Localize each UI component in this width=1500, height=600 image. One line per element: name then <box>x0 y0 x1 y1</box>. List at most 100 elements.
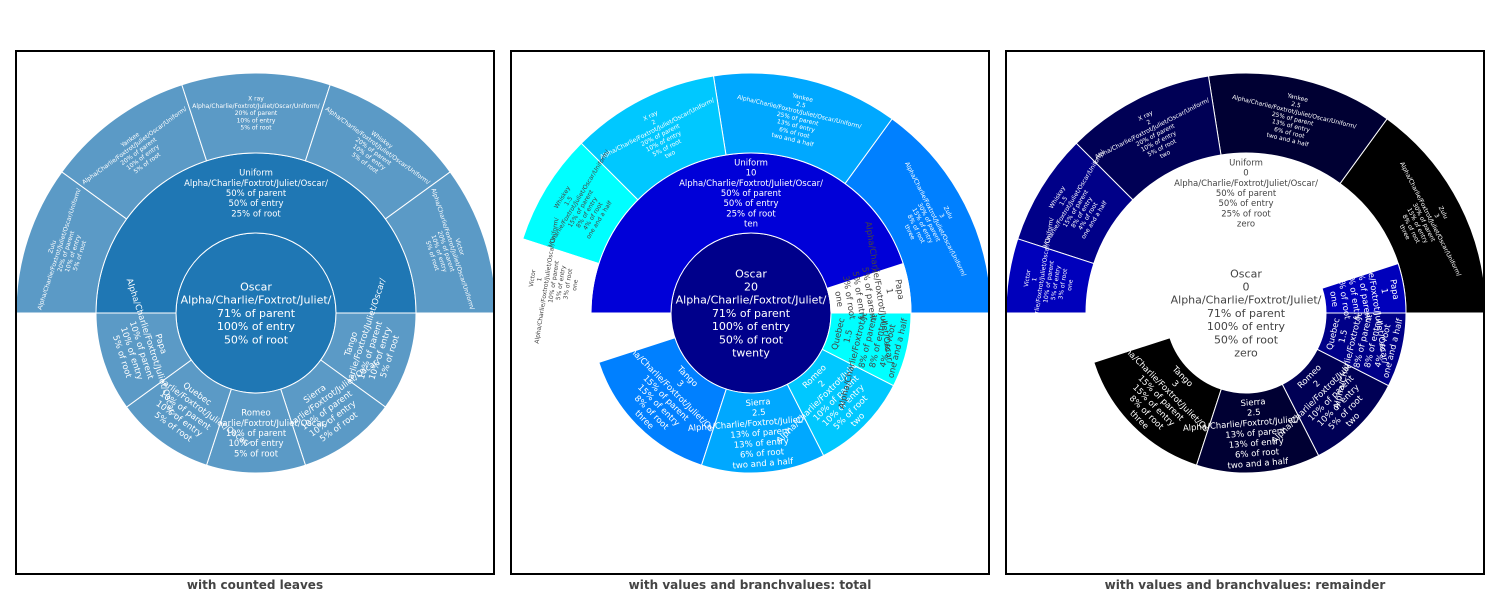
sector-label-line: two <box>664 149 677 160</box>
caption-total: with values and branchvalues: total <box>628 578 872 592</box>
sector-label-line: Zulu <box>47 239 58 254</box>
sector-victor[interactable]: VictorAlpha/Charlie/Foxtrot/Juliet/Oscar… <box>384 171 493 319</box>
sector-label-line: 3 <box>1433 213 1441 220</box>
sector-label-line: 2.5 <box>752 408 766 419</box>
sector-uniform[interactable]: Uniform 0 Alpha/Charlie/Foxtrot/Juliet/Osc… <box>1085 152 1407 314</box>
sector-label-line: Uniform <box>1229 158 1263 168</box>
sector-label-line: Sierra <box>1240 397 1266 409</box>
sector-label-line: one <box>571 279 580 291</box>
sector-shape-zulu[interactable] <box>844 118 988 314</box>
sector-label-line: one <box>1327 291 1339 308</box>
sector-shape-whiskey[interactable] <box>522 142 639 265</box>
sector-label-line: 6% of root <box>1235 447 1280 460</box>
sector-label-line: 1 <box>1031 277 1039 282</box>
sector-label-line: 50% of root <box>1214 333 1279 346</box>
sector-shape-papa[interactable] <box>1321 262 1407 314</box>
sector-label-line: 50% of entry <box>229 199 284 209</box>
sector-shape-xray[interactable] <box>1075 75 1222 201</box>
sector-shape-papa[interactable] <box>95 312 192 408</box>
sector-shape-papa[interactable] <box>826 262 912 314</box>
sector-label-line: ten <box>744 220 758 230</box>
sector-label-line: 1.5 <box>1337 329 1350 344</box>
sector-label-line: Oscar <box>735 267 767 280</box>
sector-label-line: 13% of parent <box>730 426 792 441</box>
sector-label-line: zero <box>1237 220 1255 230</box>
sector-shape-victor[interactable] <box>512 238 600 314</box>
sector-shape-yankee[interactable] <box>712 72 893 185</box>
sector-shape-sierra[interactable] <box>1195 383 1320 474</box>
sector-shape-yankee[interactable] <box>1207 72 1388 185</box>
sector-label-line: 0 <box>1243 280 1250 293</box>
sector-shape-quebec[interactable] <box>1316 312 1407 387</box>
sector-label-line: 10 <box>746 169 757 179</box>
sector-label-line: 3 <box>1169 379 1180 390</box>
sector-sierra[interactable]: Sierra2.5Alpha/Charlie/Foxtrot/Juliet/Os… <box>1181 383 1330 474</box>
sector-label-line: 2 <box>651 118 658 126</box>
sector-whiskey[interactable]: Whiskey1.5Alpha/Charlie/Foxtrot/Juliet/O… <box>1017 141 1134 277</box>
sector-label-line: 2.5 <box>795 101 806 110</box>
sector-label-line: 13% of entry <box>733 437 789 451</box>
sector-label-line: two <box>1159 149 1172 160</box>
sector-label-line: two and a half <box>732 457 794 472</box>
sector-label-line: 3% of root <box>1057 267 1069 299</box>
sector-label-line: Alpha/Charlie/Foxtrot/Juliet/Oscar/ <box>1174 179 1318 189</box>
sector-shape-zulu[interactable] <box>1339 118 1483 314</box>
sector-label-line: 25% of root <box>231 209 281 219</box>
sector-shape-whiskey[interactable] <box>1017 142 1134 265</box>
sector-xray[interactable]: X ray2Alpha/Charlie/Foxtrot/Juliet/Oscar… <box>580 75 729 201</box>
sector-yankee[interactable]: Yankee2.5Alpha/Charlie/Foxtrot/Juliet/Os… <box>1207 72 1388 185</box>
sector-whiskey[interactable]: Whiskey1.5Alpha/Charlie/Foxtrot/Juliet/O… <box>522 141 639 277</box>
sector-label-line: 1.5 <box>1058 195 1069 207</box>
sector-yankee[interactable]: Yankee2.5Alpha/Charlie/Foxtrot/Juliet/Os… <box>712 72 893 185</box>
sector-label-line: 100% of entry <box>1207 320 1286 333</box>
sector-label-line: Uniform <box>239 169 273 179</box>
sector-label-line: Sierra <box>745 397 771 409</box>
sector-label-line: Victor <box>1023 269 1033 288</box>
sector-shape-victor[interactable] <box>1007 238 1095 314</box>
sector-label-line: twenty <box>732 346 770 359</box>
sector-shape-victor[interactable] <box>384 171 493 314</box>
sector-shape-quebec[interactable] <box>821 312 912 387</box>
sector-label-line: Uniform <box>734 158 768 168</box>
sector-label-line: 10% of entry <box>229 439 284 449</box>
sector-shape-tango[interactable] <box>1093 337 1222 466</box>
sector-zulu[interactable]: ZuluAlpha/Charlie/Foxtrot/Juliet/Oscar/U… <box>17 171 128 318</box>
sector-label-line: 1 <box>1378 288 1389 295</box>
sector-label-line: 50% of parent <box>1216 189 1277 199</box>
sector-label-line: 10% of parent <box>226 429 287 439</box>
sector-label-line: 50% of entry <box>724 199 779 209</box>
sector-sierra[interactable]: Sierra2.5Alpha/Charlie/Foxtrot/Juliet/Os… <box>686 383 835 474</box>
sector-shape-romeo[interactable] <box>786 348 895 457</box>
sector-label-line: one <box>832 291 844 308</box>
sector-shape-romeo[interactable] <box>1281 348 1390 457</box>
sector-label-line: 50% of parent <box>721 189 782 199</box>
sector-shape-xray[interactable] <box>580 75 727 201</box>
sector-label-line: Oscar <box>240 280 272 293</box>
sector-label-line: 6% of root <box>740 447 785 460</box>
sector-zulu[interactable]: Zulu3Alpha/Charlie/Foxtrot/Juliet/Oscar/… <box>1339 118 1483 314</box>
sector-tango[interactable]: Tango3Alpha/Charlie/Foxtrot/Juliet/Oscar… <box>1084 323 1236 475</box>
sector-label-line: 50% of entry <box>1219 199 1274 209</box>
sector-label-line: 2 <box>1146 118 1153 126</box>
sector-label-line: 3 <box>938 213 946 220</box>
sector-label-line: 1 <box>536 277 544 282</box>
sector-label-line: 100% of entry <box>712 320 791 333</box>
sector-shape-tango[interactable] <box>598 337 727 466</box>
sector-label-line: 25% of root <box>1221 209 1271 219</box>
sector-label-line: 100% of entry <box>217 320 296 333</box>
sector-shape-sierra[interactable] <box>700 383 825 474</box>
